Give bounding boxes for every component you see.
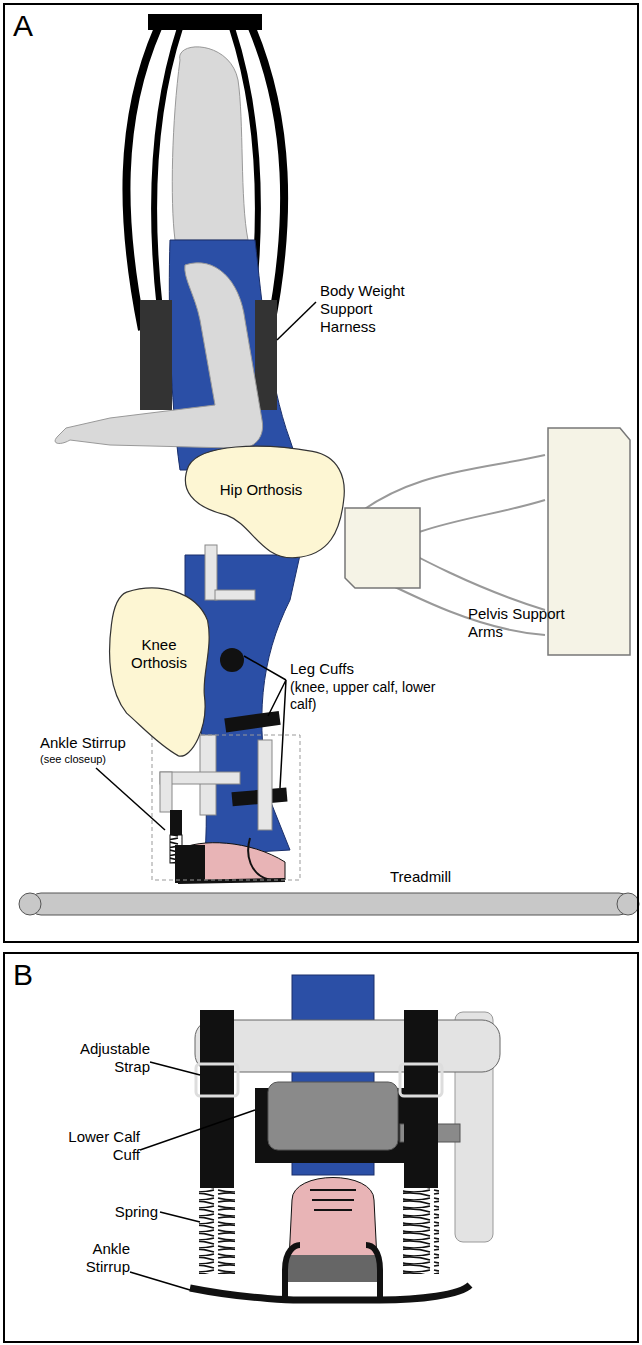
part-label: Spring [100, 1203, 158, 1221]
panel-letter: A [13, 9, 33, 43]
part-label: Ankle Stirrup [40, 734, 150, 752]
panel-frame: A Hip OrthosisKnee Orthosis [3, 3, 639, 943]
orthosis-shape [175, 442, 347, 560]
hip-orthosis: Hip Orthosis [175, 442, 347, 560]
panel-frame: B [3, 952, 639, 1343]
part-name: Knee Orthosis [119, 636, 199, 672]
part-note: (knee, upper calf, lower calf) [290, 679, 440, 713]
part-label: Leg Cuffs [290, 660, 440, 678]
part-label: Body Weight Support Harness [320, 282, 430, 336]
part-label: Treadmill [390, 868, 510, 886]
panel-letter: B [13, 958, 33, 992]
part-note: (see closeup) [40, 753, 150, 766]
part-label: Pelvis Support Arms [468, 605, 598, 641]
part-label: Ankle Stirrup [60, 1240, 130, 1276]
part-label: Lower Calf Cuff [40, 1128, 140, 1164]
part-name: Hip Orthosis [220, 481, 303, 499]
part-label: Adjustable Strap [50, 1040, 150, 1076]
